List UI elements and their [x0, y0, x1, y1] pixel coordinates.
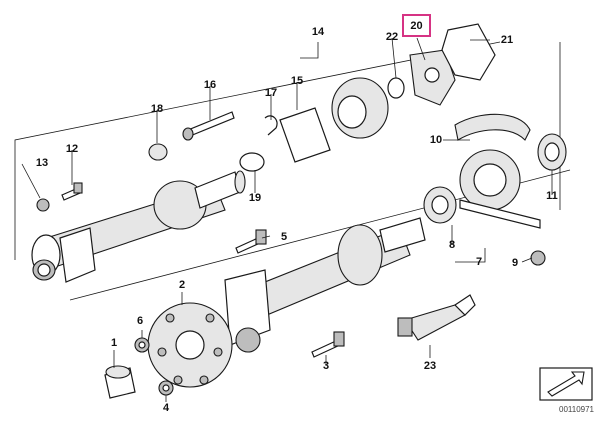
joint-assembly [279, 23, 496, 163]
callout-4[interactable]: 4 [163, 402, 170, 414]
callout-7[interactable]: 7 [476, 256, 482, 268]
sleeve-part [104, 365, 136, 399]
small-hardware [36, 111, 278, 212]
bolt-parts [235, 229, 345, 358]
callout-1[interactable]: 1 [111, 337, 117, 349]
callout-3[interactable]: 3 [323, 360, 329, 372]
callout-23[interactable]: 23 [424, 360, 436, 372]
arrow-right-icon[interactable] [539, 367, 593, 401]
rear-driveshaft-section [31, 170, 246, 283]
callout-20-highlight [402, 14, 431, 37]
callout-6[interactable]: 6 [137, 315, 143, 327]
callout-13[interactable]: 13 [36, 157, 48, 169]
callout-10[interactable]: 10 [430, 134, 442, 146]
callouts: 1 2 3 4 5 6 7 8 9 10 11 12 13 14 15 16 1… [36, 14, 558, 414]
callout-8[interactable]: 8 [449, 239, 455, 251]
callout-20[interactable]: 20 [410, 20, 422, 32]
callout-22[interactable]: 22 [386, 31, 398, 43]
callout-18[interactable]: 18 [151, 103, 163, 115]
front-driveshaft-section [224, 217, 426, 353]
callout-16[interactable]: 16 [204, 79, 216, 91]
callout-19[interactable]: 19 [249, 192, 261, 204]
leader-lines [21, 37, 553, 402]
callout-17[interactable]: 17 [265, 87, 277, 99]
center-bearing-assembly [423, 113, 567, 266]
reference-number: 00110971 [559, 405, 595, 414]
callout-21[interactable]: 21 [501, 34, 513, 46]
callout-11[interactable]: 11 [546, 190, 558, 202]
callout-9[interactable]: 9 [512, 257, 518, 269]
callout-15[interactable]: 15 [291, 75, 303, 87]
callout-14[interactable]: 14 [312, 26, 325, 38]
flex-disc-part [147, 302, 233, 388]
grease-tube-part [397, 294, 476, 341]
callout-5[interactable]: 5 [281, 231, 287, 243]
callout-12[interactable]: 12 [66, 143, 78, 155]
callout-2[interactable]: 2 [179, 279, 185, 291]
